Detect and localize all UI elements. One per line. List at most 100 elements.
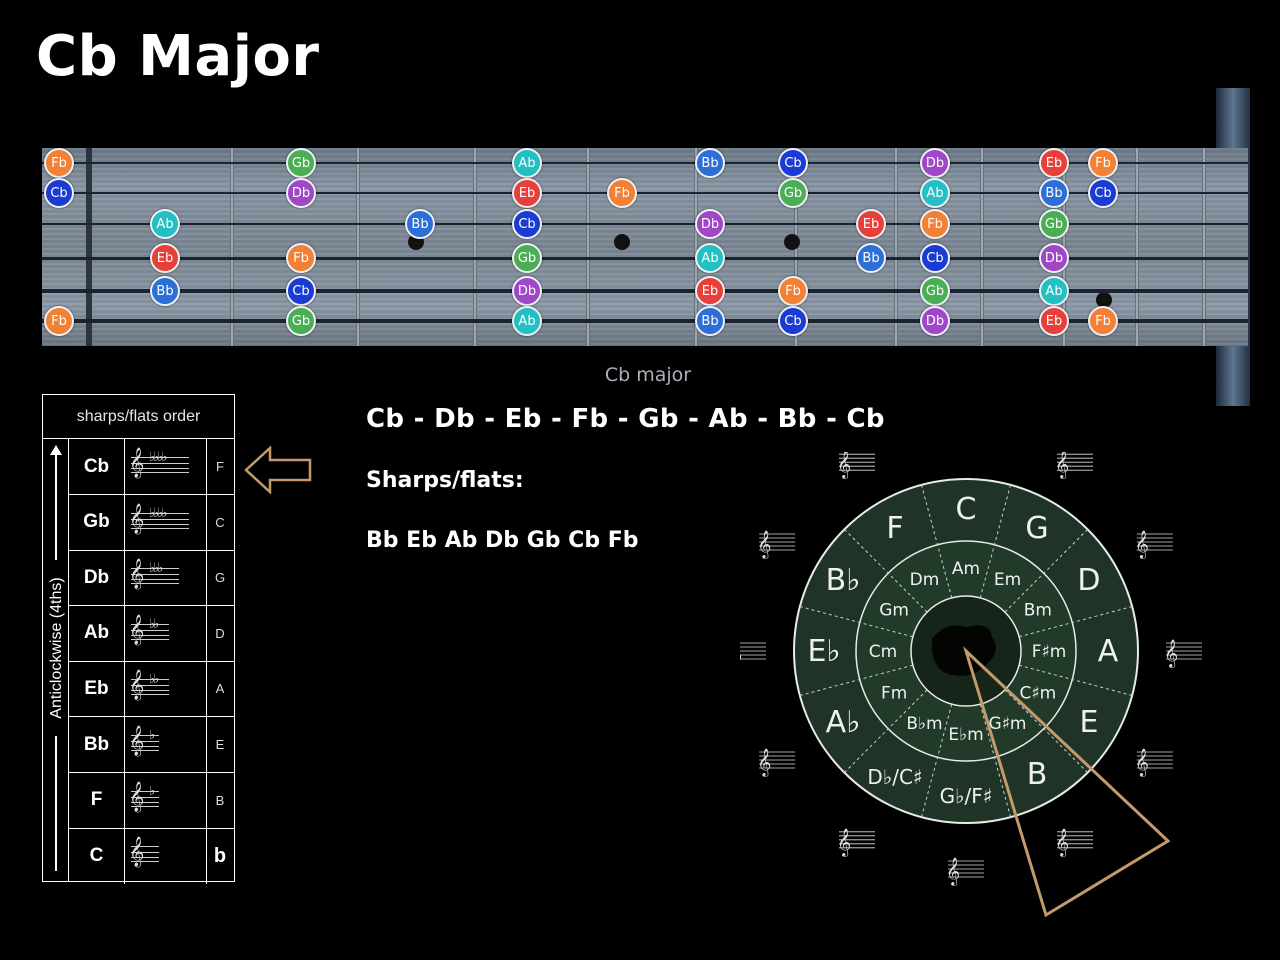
treble-clef-icon: 𝄞 xyxy=(129,780,145,811)
scale-notes: Cb - Db - Eb - Fb - Gb - Ab - Bb - Cb xyxy=(366,404,885,434)
note-marker-fb: Fb xyxy=(44,306,74,336)
segment-divider xyxy=(979,703,1011,818)
major-key-label: E♭ xyxy=(807,634,840,669)
note-marker-ab: Ab xyxy=(920,178,950,208)
key-signature-staff: 𝄞♭♭ xyxy=(125,661,207,717)
note-marker-bb: Bb xyxy=(695,306,725,336)
note-marker-eb: Eb xyxy=(856,209,886,239)
note-marker-cb: Cb xyxy=(920,243,950,273)
flat-note: F xyxy=(216,459,224,474)
note-marker-ab: Ab xyxy=(1039,276,1069,306)
note-marker-gb: Gb xyxy=(1039,209,1069,239)
flat-symbols: ♭♭ xyxy=(149,615,159,631)
treble-clef-icon: 𝄞 xyxy=(740,640,742,668)
note-marker-ab: Ab xyxy=(512,306,542,336)
minor-key-label: Bm xyxy=(1024,601,1052,621)
note-marker-bb: Bb xyxy=(150,276,180,306)
segment-divider xyxy=(844,529,928,613)
note-marker-db: Db xyxy=(695,209,725,239)
treble-clef-icon: 𝄞 xyxy=(129,725,145,755)
segment-divider xyxy=(1018,664,1133,696)
treble-clef-icon: 𝄞 xyxy=(757,531,771,559)
note-marker-db: Db xyxy=(1039,243,1069,273)
minor-key-label: Fm xyxy=(881,684,907,704)
treble-clef-icon: 𝄞 xyxy=(129,669,145,700)
flat-symbols: ♭♭♭♭ xyxy=(149,449,167,464)
note-marker-db: Db xyxy=(920,148,950,178)
treble-clef-icon: 𝄞 xyxy=(946,858,960,886)
fret-wire xyxy=(894,148,898,346)
table-row: Db𝄞♭♭♭G xyxy=(69,550,235,607)
flat-note: E xyxy=(215,737,225,752)
segment-divider xyxy=(921,703,953,818)
segment-divider xyxy=(1004,689,1088,773)
note-marker-gb: Gb xyxy=(286,148,316,178)
major-key-label: G♭/F♯ xyxy=(940,784,993,808)
minor-key-label: Gm xyxy=(879,601,909,621)
major-key-label: A xyxy=(1098,634,1119,669)
note-marker-fb: Fb xyxy=(1088,306,1118,336)
key-name: Bb xyxy=(69,717,125,772)
note-marker-fb: Fb xyxy=(44,148,74,178)
note-marker-gb: Gb xyxy=(512,243,542,273)
table-row: Ab𝄞♭♭D xyxy=(69,605,235,662)
treble-clef-icon: 𝄞 xyxy=(1055,452,1069,479)
table-row: Cb𝄞♭♭♭♭F xyxy=(69,439,235,495)
fret-wire xyxy=(1202,148,1206,346)
flat-symbols: ♭♭♭♭ xyxy=(149,504,167,520)
left-arrow-icon xyxy=(244,446,312,494)
note-marker-eb: Eb xyxy=(1039,306,1069,336)
major-key-label: C xyxy=(956,492,977,527)
key-name: Eb xyxy=(69,661,125,717)
order-direction-column: Anticlockwise (4ths) xyxy=(43,439,69,881)
flat-symbols: ♭♭♭ xyxy=(149,560,163,576)
treble-clef-icon: 𝄞 xyxy=(129,613,145,644)
treble-clef-icon: 𝄞 xyxy=(837,829,851,857)
fret-wire xyxy=(586,148,590,346)
flat-note: G xyxy=(214,570,226,586)
segment-divider xyxy=(1004,529,1088,613)
note-marker-eb: Eb xyxy=(695,276,725,306)
major-key-label: B♭ xyxy=(826,563,861,598)
minor-key-label: Em xyxy=(994,570,1021,590)
note-marker-fb: Fb xyxy=(778,276,808,306)
major-key-label: D xyxy=(1077,563,1100,598)
flat-note: b xyxy=(213,844,227,867)
minor-key-label: E♭m xyxy=(948,725,983,745)
note-marker-fb: Fb xyxy=(286,243,316,273)
table-row: Gb𝄞♭♭♭♭C xyxy=(69,494,235,551)
key-signature-staff: 𝄞♭ xyxy=(125,772,207,828)
table-row: Bb𝄞♭E xyxy=(69,717,235,773)
sharps-flats-list: Bb Eb Ab Db Gb Cb Fb xyxy=(366,528,639,553)
major-key-label: D♭/C♯ xyxy=(867,765,922,789)
key-name: Gb xyxy=(69,494,125,550)
minor-key-label: B♭m xyxy=(906,714,942,734)
guitar-string xyxy=(42,319,1248,323)
treble-clef-icon: 𝄞 xyxy=(129,447,145,477)
note-marker-gb: Gb xyxy=(778,178,808,208)
fretboard-nut xyxy=(86,148,92,346)
flat-note: B xyxy=(215,792,225,808)
flat-symbols: ♭ xyxy=(149,782,155,798)
fret-wire xyxy=(694,148,698,346)
sharps-flats-table-header: sharps/flats order xyxy=(43,395,234,439)
fret-wire xyxy=(356,148,360,346)
sharps-flats-table: sharps/flats order Anticlockwise (4ths) … xyxy=(42,394,235,885)
note-marker-eb: Eb xyxy=(512,178,542,208)
key-name: F xyxy=(69,772,125,828)
note-marker-ab: Ab xyxy=(695,243,725,273)
note-marker-cb: Cb xyxy=(778,148,808,178)
fret-inlay-dot xyxy=(614,234,630,250)
note-marker-db: Db xyxy=(920,306,950,336)
key-signature-staff: 𝄞 ♭♭♭♭ xyxy=(125,439,207,494)
note-marker-bb: Bb xyxy=(695,148,725,178)
note-marker-ab: Ab xyxy=(150,209,180,239)
fret-inlay-dot xyxy=(784,234,800,250)
key-signature-staff: 𝄞♭♭♭♭ xyxy=(125,494,207,550)
staff-lines xyxy=(131,735,159,751)
key-signature-staff: 𝄞 xyxy=(125,828,207,885)
key-name: Ab xyxy=(69,605,125,661)
major-key-label: E xyxy=(1079,705,1098,740)
treble-clef-icon: 𝄞 xyxy=(129,836,145,867)
